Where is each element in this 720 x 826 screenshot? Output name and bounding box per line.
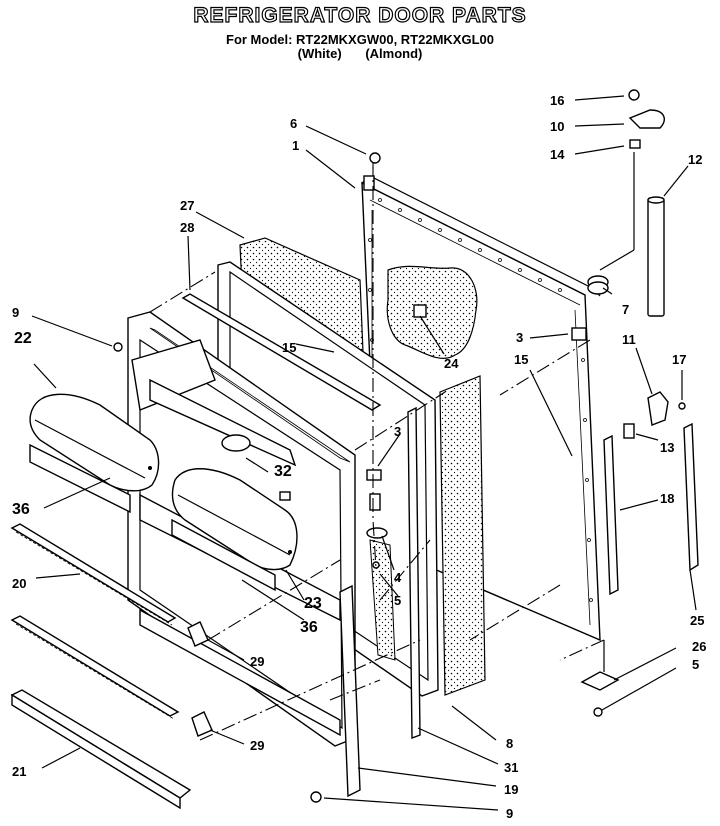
trim-bars [339, 406, 421, 798]
callout-13: 13 [660, 440, 674, 455]
callout-29-bottom: 29 [250, 738, 264, 753]
bracket-13 [623, 423, 635, 439]
callout-7: 7 [622, 302, 629, 317]
top-hinge-assembly [599, 89, 666, 271]
callout-15-left: 15 [282, 340, 296, 355]
callout-5-center: 5 [394, 593, 401, 608]
callout-5-right: 5 [692, 657, 699, 672]
shelf-bin-23 [171, 468, 298, 592]
shelf-bar-20 [10, 523, 180, 720]
callout-36-left: 36 [12, 501, 30, 518]
callout-3-right: 3 [516, 330, 523, 345]
leader-lines [31, 95, 697, 811]
callout-16: 16 [550, 93, 564, 108]
breaker-strip-top [181, 293, 382, 411]
callout-27: 27 [180, 198, 194, 213]
handle-mount-11 [647, 391, 686, 426]
callout-23: 23 [304, 595, 322, 612]
callout-3-center: 3 [394, 424, 401, 439]
callout-9-top: 9 [12, 305, 19, 320]
page-title: REFRIGERATOR DOOR PARTS [193, 3, 527, 27]
callout-26: 26 [692, 639, 706, 654]
callout-4: 4 [394, 570, 402, 585]
callout-24: 24 [444, 356, 459, 371]
insulation-strip-right [439, 375, 486, 696]
bottom-hinge-26 [580, 640, 620, 691]
callout-22: 22 [14, 330, 32, 347]
alignment-lines [149, 162, 605, 741]
callout-29-top: 29 [250, 654, 264, 669]
callout-25: 25 [690, 613, 704, 628]
callout-28: 28 [180, 220, 194, 235]
handle-trim-18 [603, 434, 619, 596]
screws [113, 152, 603, 803]
callout-1: 1 [292, 138, 299, 153]
callout-36-center: 36 [300, 619, 318, 636]
callout-18: 18 [660, 491, 674, 506]
trim-25 [683, 422, 699, 572]
callout-11: 11 [622, 332, 636, 347]
callout-12: 12 [688, 152, 702, 167]
callout-21: 21 [12, 764, 26, 779]
door-handle-12 [647, 196, 665, 317]
callout-8: 8 [506, 736, 513, 751]
hinge-bracket-right [571, 327, 587, 341]
variant-white: (White) [297, 46, 342, 61]
callout-6: 6 [290, 116, 297, 131]
callout-31: 31 [504, 760, 518, 775]
trim-strip-21 [10, 689, 192, 810]
callout-9-bottom: 9 [506, 806, 513, 821]
shelf-bin-22 [29, 393, 160, 514]
callout-19: 19 [504, 782, 518, 797]
callout-20: 20 [12, 576, 26, 591]
model-line: For Model: RT22MKXGW00, RT22MKXGL00 [226, 32, 494, 47]
insulation-pad [386, 265, 478, 359]
color-variants: (White) (Almond) [0, 46, 720, 61]
callout-14: 14 [550, 147, 565, 162]
callout-17: 17 [672, 352, 686, 367]
variant-almond: (Almond) [365, 46, 423, 61]
callout-10: 10 [550, 119, 564, 134]
callout-32: 32 [274, 463, 292, 480]
center-hinge-parts [366, 469, 388, 539]
callout-15-right: 15 [514, 352, 528, 367]
door-stop-7 [587, 275, 609, 295]
